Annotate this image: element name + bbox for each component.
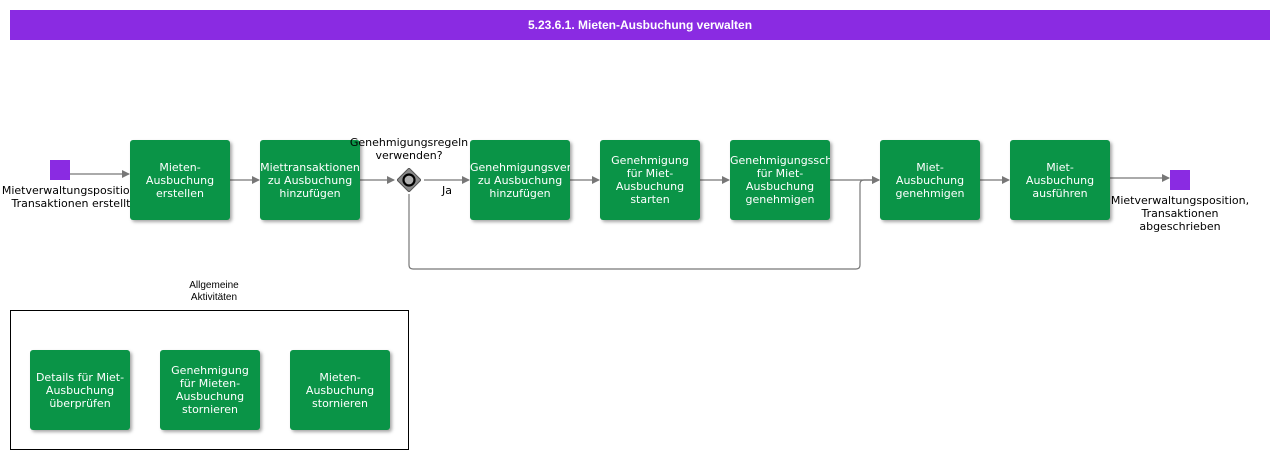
end-event bbox=[1170, 170, 1190, 190]
decision-gateway[interactable] bbox=[397, 168, 421, 192]
task-cancel-approval[interactable]: Genehmigung für Mieten- Ausbuchung storn… bbox=[160, 350, 260, 430]
task-create-writeoff[interactable]: Mieten- Ausbuchung erstellen bbox=[130, 140, 230, 220]
start-event-label: Mietverwaltungsposition, Transaktionen e… bbox=[1, 184, 141, 210]
task-approve-steps[interactable]: Genehmigungsschritte für Miet-Ausbuchung… bbox=[730, 140, 830, 220]
task-label: Mieten- Ausbuchung stornieren bbox=[305, 370, 375, 410]
task-add-approval-procedure[interactable]: Genehmigungsverfahren zu Ausbuchung hinz… bbox=[470, 140, 570, 220]
task-execute-writeoff[interactable]: Miet- Ausbuchung ausführen bbox=[1010, 140, 1110, 220]
diagram-title: 5.23.6.1. Mieten-Ausbuchung verwalten bbox=[10, 10, 1270, 40]
task-label: Miet- Ausbuchung ausführen bbox=[1025, 160, 1095, 200]
flow-gateway-no-bypass bbox=[408, 176, 880, 270]
task-label: Genehmigung für Miet- Ausbuchung starten bbox=[611, 154, 689, 206]
task-label: Details für Miet- Ausbuchung überprüfen bbox=[35, 370, 125, 410]
task-label: Miet- Ausbuchung genehmigen bbox=[895, 160, 965, 200]
task-cancel-writeoff[interactable]: Mieten- Ausbuchung stornieren bbox=[290, 350, 390, 430]
task-label: Miettransaktionen zu Ausbuchung hinzufüg… bbox=[260, 160, 360, 200]
start-event bbox=[50, 160, 70, 180]
task-label: Mieten- Ausbuchung erstellen bbox=[145, 160, 215, 200]
task-label: Genehmigungsschritte für Miet-Ausbuchung… bbox=[730, 154, 830, 206]
task-label: Genehmigung für Mieten- Ausbuchung storn… bbox=[171, 364, 249, 416]
task-approve-writeoff[interactable]: Miet- Ausbuchung genehmigen bbox=[880, 140, 980, 220]
task-add-transactions[interactable]: Miettransaktionen zu Ausbuchung hinzufüg… bbox=[260, 140, 360, 220]
general-activities-group bbox=[10, 310, 409, 450]
task-label: Genehmigungsverfahren zu Ausbuchung hinz… bbox=[470, 160, 570, 200]
general-activities-label: Allgemeine Aktivitäten bbox=[189, 280, 239, 303]
gateway-question: Genehmigungsregeln verwenden? bbox=[349, 136, 469, 162]
task-review-details[interactable]: Details für Miet- Ausbuchung überprüfen bbox=[30, 350, 130, 430]
task-start-approval[interactable]: Genehmigung für Miet- Ausbuchung starten bbox=[600, 140, 700, 220]
gateway-yes-label: Ja bbox=[442, 184, 452, 197]
end-event-label: Mietverwaltungsposition, Transaktionen a… bbox=[1110, 194, 1250, 233]
